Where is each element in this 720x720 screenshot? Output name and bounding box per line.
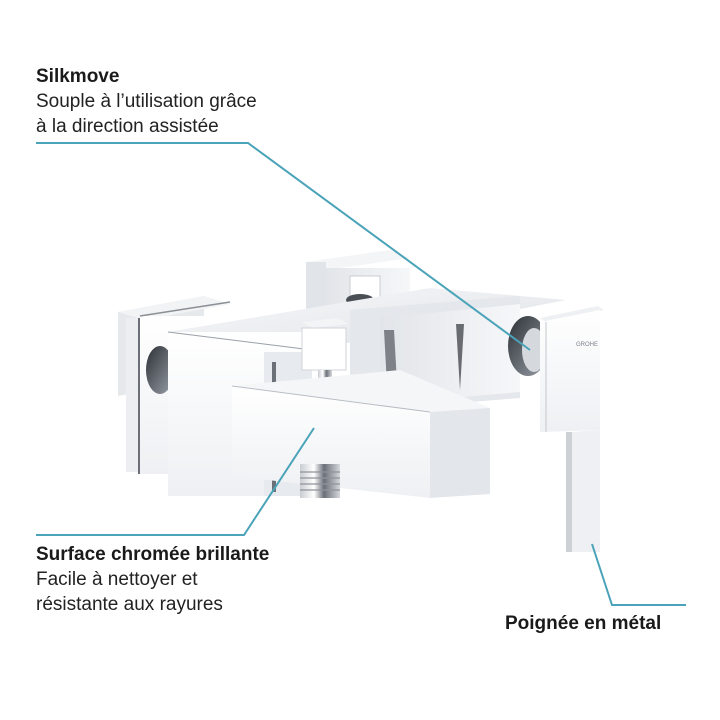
handle-title: Poignée en métal: [505, 613, 662, 634]
surface-desc-line1: Facile à nettoyer et: [36, 569, 198, 590]
surface-callout: Surface chromée brillante Facile à netto…: [36, 542, 269, 617]
handle-callout-line: [591, 543, 686, 606]
silkmove-callout: Silkmove Souple à l’utilisation grâce à …: [36, 64, 257, 139]
silkmove-title: Silkmove: [36, 66, 120, 87]
surface-title: Surface chromée brillante: [36, 544, 270, 565]
callout-lines: [36, 142, 686, 606]
handle-callout: Poignée en métal: [505, 611, 661, 636]
surface-callout-line: [36, 427, 315, 536]
surface-desc-line2: résistante aux rayures: [36, 594, 223, 615]
silkmove-desc-line1: Souple à l’utilisation grâce: [36, 91, 257, 112]
spout: [231, 370, 490, 498]
silkmove-desc-line2: à la direction assistée: [36, 116, 219, 137]
silkmove-callout-line: [36, 142, 531, 351]
lever-handle: GROHE: [508, 306, 604, 552]
brand-logo: GROHE: [576, 342, 598, 348]
